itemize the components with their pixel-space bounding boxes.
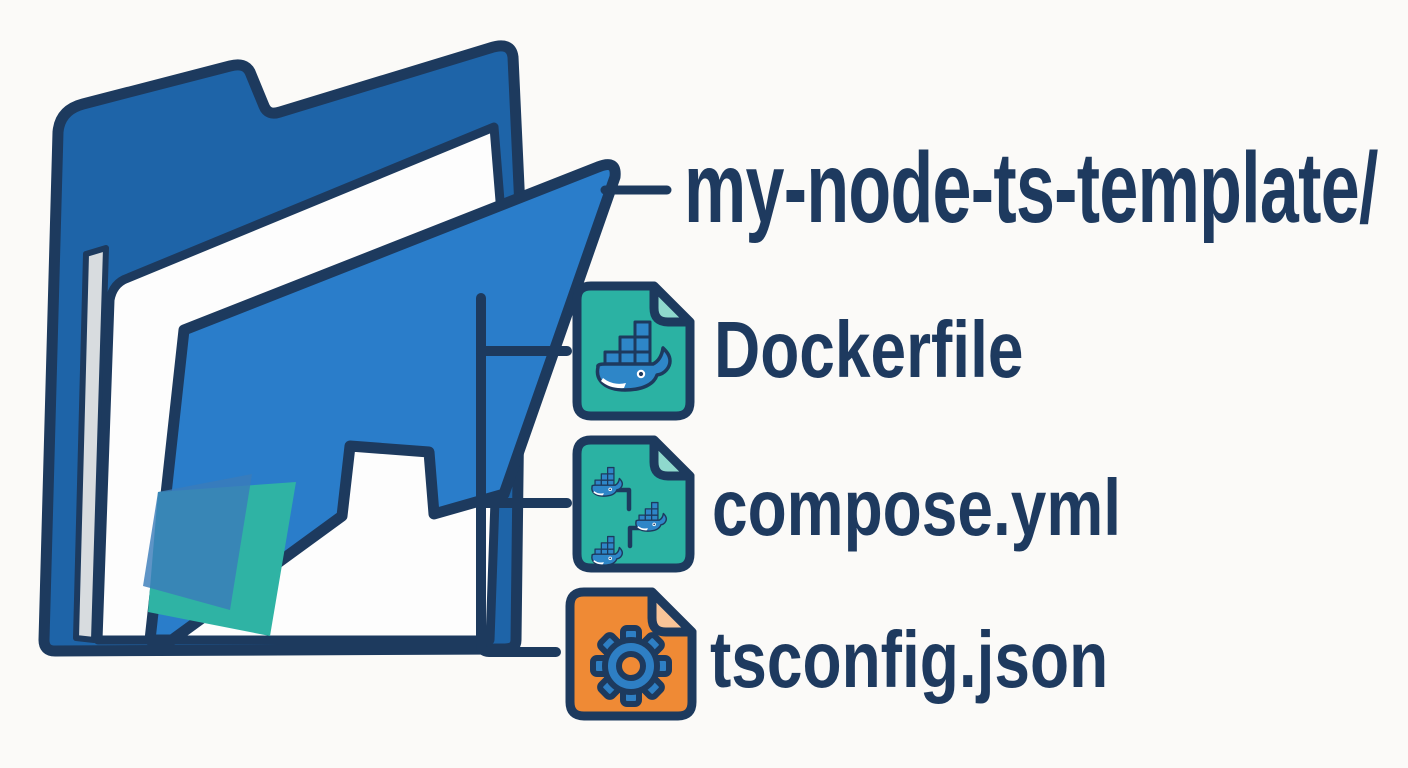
docker-compose-whales-file-icon	[572, 435, 695, 573]
file-label-compose-yml: compose.yml	[712, 463, 1121, 552]
tree-trunk-line	[476, 293, 561, 657]
gear-file-icon	[565, 587, 697, 721]
tree-connectors	[476, 185, 672, 657]
gear-icon	[590, 625, 672, 707]
file-fold-corner	[649, 435, 695, 481]
root-folder-label: my-node-ts-template/	[684, 133, 1378, 244]
file-label-tsconfig-json: tsconfig.json	[710, 615, 1108, 704]
teal-paper-shade	[143, 474, 252, 610]
docker-whale-file-icon	[572, 281, 695, 421]
file-fold-corner	[649, 281, 695, 327]
open-folder-illustration	[38, 40, 621, 657]
file-fold-corner	[647, 587, 697, 637]
file-label-dockerfile: Dockerfile	[714, 305, 1023, 394]
